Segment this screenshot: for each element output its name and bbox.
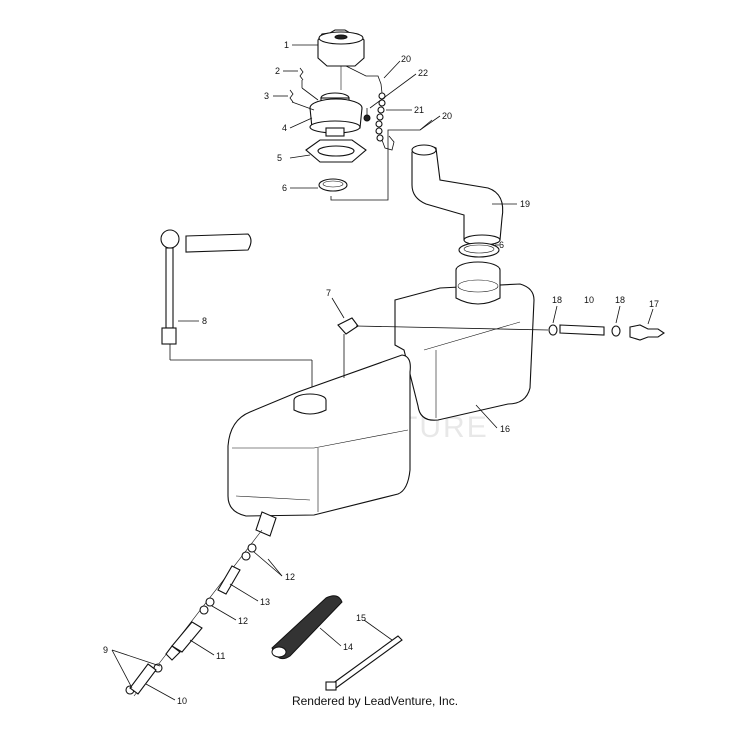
fuel-filter: [165, 621, 203, 661]
callout-9: 9: [103, 645, 108, 655]
vent-valve: [629, 324, 665, 341]
vent-hose: [559, 324, 605, 336]
hose-clamp-upper: [241, 543, 257, 561]
callout-labels: 1 2 3 4 5 6 20 22 21 20 19 6 8 7 18 10 1…: [103, 40, 659, 706]
callout-6-top: 6: [282, 183, 287, 193]
callout-18-right: 18: [615, 295, 625, 305]
callout-19: 19: [520, 199, 530, 209]
callout-20-top: 20: [401, 54, 411, 64]
vent-line-end: [381, 135, 395, 151]
chain-clip: [363, 108, 371, 122]
callout-12-lower: 12: [238, 616, 248, 626]
callout-4: 4: [282, 123, 287, 133]
screw-3: [289, 89, 315, 111]
clamp-ring-top: [318, 178, 348, 192]
filler-neck: [309, 92, 363, 137]
filler-gasket: [305, 139, 367, 163]
tether-chain: [345, 65, 386, 142]
callout-14: 14: [343, 642, 353, 652]
callout-21: 21: [414, 105, 424, 115]
callout-17: 17: [649, 299, 659, 309]
callout-13: 13: [260, 597, 270, 607]
callout-18-left: 18: [552, 295, 562, 305]
callout-22: 22: [418, 68, 428, 78]
vent-hose-clamp-right: [611, 325, 621, 337]
fuel-hose-upper: [217, 565, 241, 595]
filler-hose: [411, 144, 504, 246]
vent-hose-clamp-left: [548, 324, 558, 336]
callout-11: 11: [216, 651, 225, 661]
callout-2: 2: [275, 66, 280, 76]
callout-3: 3: [264, 91, 269, 101]
insulation-sleeve: [271, 595, 343, 660]
callout-1: 1: [284, 40, 289, 50]
callout-8: 8: [202, 316, 207, 326]
callout-12-upper: 12: [285, 572, 295, 582]
leader-lines: [111, 44, 654, 701]
callout-7: 7: [326, 288, 331, 298]
outlet-fitting: [255, 511, 277, 537]
screw-2: [299, 67, 319, 101]
clamp-ring-hose: [458, 242, 500, 258]
fuel-cap: [317, 29, 365, 67]
footer-credit: Rendered by LeadVenture, Inc.: [291, 694, 459, 708]
cable-tie: [325, 635, 403, 691]
callout-16: 16: [500, 424, 510, 434]
hose-clamp-mid: [199, 597, 215, 615]
callout-6-hose: 6: [499, 240, 504, 250]
callout-10-outlet: 10: [177, 696, 187, 706]
fuel-tank: [227, 261, 549, 517]
fuel-gauge-sender: [160, 229, 313, 390]
fuel-hose-lower: [129, 663, 157, 695]
callout-20-mid: 20: [442, 111, 452, 121]
callout-15: 15: [356, 613, 366, 623]
callout-10-vent: 10: [584, 295, 594, 305]
callout-5: 5: [277, 153, 282, 163]
